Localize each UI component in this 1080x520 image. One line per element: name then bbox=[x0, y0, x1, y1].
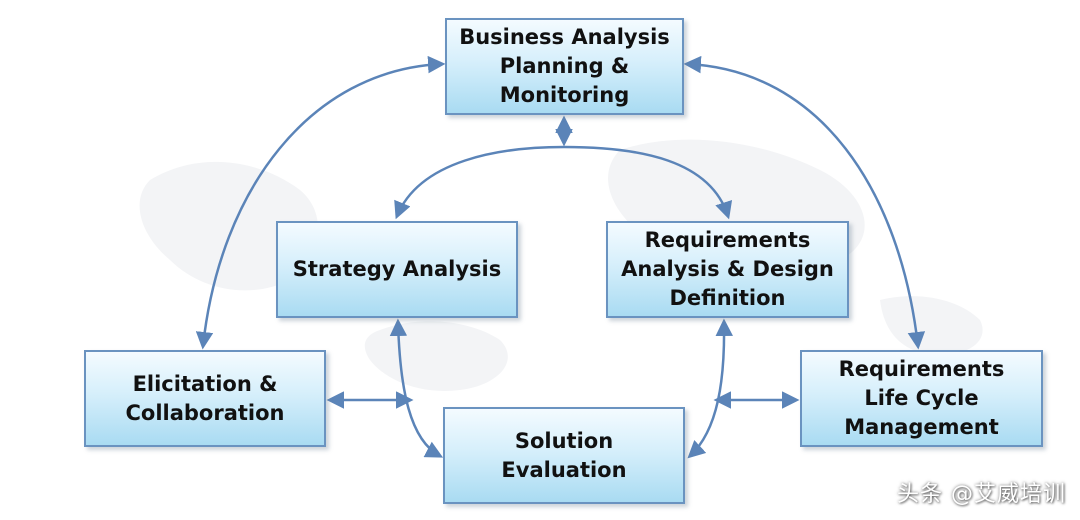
arrow-bapm-rlcm bbox=[683, 55, 926, 350]
node-requirements-analysis-design-definition: Requirements Analysis & Design Definitio… bbox=[606, 221, 849, 318]
arrow-rad-solution bbox=[687, 318, 733, 459]
node-label: Strategy Analysis bbox=[292, 257, 502, 281]
node-label: Solution Evaluation bbox=[501, 428, 627, 482]
node-label: Business Analysis Planning & Monitoring bbox=[459, 25, 670, 107]
arrow-bapm-elicitation bbox=[195, 55, 446, 350]
watermark: 头条 @艾威培训 bbox=[897, 482, 1066, 507]
node-strategy-analysis: Strategy Analysis bbox=[276, 221, 518, 318]
node-requirements-life-cycle-management: Requirements Life Cycle Management bbox=[800, 350, 1043, 447]
node-business-analysis-planning-monitoring: Business Analysis Planning & Monitoring bbox=[445, 18, 684, 115]
arrow-strategy-solution bbox=[389, 318, 444, 458]
arrow-strategy-rad bbox=[394, 145, 733, 220]
node-label: Requirements Analysis & Design Definitio… bbox=[621, 228, 834, 310]
node-label: Elicitation & Collaboration bbox=[125, 371, 285, 425]
node-label: Requirements Life Cycle Management bbox=[838, 357, 1005, 439]
node-solution-evaluation: Solution Evaluation bbox=[443, 407, 685, 504]
node-elicitation-collaboration: Elicitation & Collaboration bbox=[84, 350, 326, 447]
